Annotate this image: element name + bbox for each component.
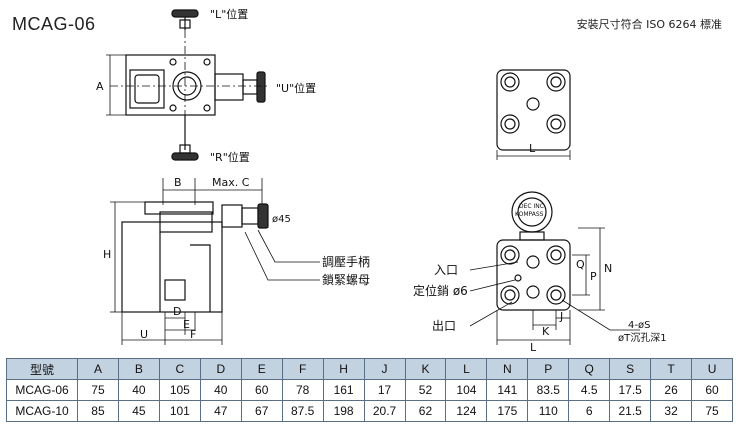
label-bolt-holes-1: 4-øS	[628, 320, 650, 331]
table-cell: 141	[486, 379, 529, 401]
label-dim-n: N	[604, 262, 612, 275]
table-cell: 32	[650, 400, 693, 422]
table-header-cell: N	[486, 358, 529, 380]
label-bolt-holes-2: øT沉孔深1	[618, 331, 667, 344]
label-phi45: ø45	[272, 214, 291, 225]
table-cell: 20.7	[363, 400, 406, 422]
label-dim-e: E	[183, 318, 190, 331]
label-dim-f: F	[190, 328, 196, 341]
table-cell: 21.5	[609, 400, 652, 422]
standard-note: 安裝尺寸符合 ISO 6264 標准	[576, 18, 722, 31]
table-cell: 104	[445, 379, 488, 401]
label-outlet: 出口	[432, 319, 456, 333]
table-header-cell: J	[363, 358, 406, 380]
label-dim-j: J	[559, 310, 563, 323]
table-cell: 67	[240, 400, 283, 422]
table-cell: 4.5	[568, 379, 611, 401]
table-row: MCAG-10 85 45 101 47 67 87.5 198 20.7 62…	[6, 400, 733, 422]
table-cell: 124	[445, 400, 488, 422]
table-cell: 17.5	[609, 379, 652, 401]
label-dim-l-bottom: L	[530, 341, 537, 354]
table-header-cell: U	[691, 358, 733, 380]
table-header-cell: D	[199, 358, 242, 380]
table-row: MCAG-06 75 40 105 40 60 78 161 17 52 104…	[6, 379, 733, 401]
table-cell: 6	[568, 400, 611, 422]
table-header-cell: A	[77, 358, 119, 380]
mounting-face-top	[496, 69, 571, 160]
table-cell: 40	[117, 379, 160, 401]
table-cell: 75	[77, 379, 119, 401]
table-header-cell: L	[445, 358, 488, 380]
table-cell: 52	[404, 379, 447, 401]
label-inlet: 入口	[434, 263, 458, 277]
table-header-cell: Q	[568, 358, 611, 380]
table-cell: 60	[691, 379, 733, 401]
label-dim-d: D	[173, 305, 181, 318]
table-header-cell: H	[322, 358, 365, 380]
label-pos-u: "U"位置	[276, 81, 316, 95]
label-adjust-handle: 調壓手柄	[322, 255, 370, 269]
table-cell: 198	[322, 400, 365, 422]
table-cell: 110	[527, 400, 570, 422]
label-dim-a: A	[96, 80, 104, 93]
mounting-face-front	[469, 191, 640, 345]
table-cell: 105	[158, 379, 201, 401]
table-cell: 26	[650, 379, 693, 401]
dimension-table: 型號 A B C D E F H J K L N P Q S T U MCAG-	[6, 358, 733, 422]
label-pos-l: "L"位置	[210, 7, 248, 21]
table-cell: 87.5	[281, 400, 324, 422]
table-cell: 83.5	[527, 379, 570, 401]
label-dim-l-top: L	[529, 142, 536, 155]
table-cell: 62	[404, 400, 447, 422]
table-header-cell: C	[158, 358, 201, 380]
table-cell: 60	[240, 379, 283, 401]
label-dim-maxc: Max. C	[212, 176, 250, 189]
label-knob-2: KOMPASS	[515, 211, 544, 218]
table-cell: 47	[199, 400, 242, 422]
table-cell: 78	[281, 379, 324, 401]
table-cell: 85	[77, 400, 119, 422]
table-cell: 161	[322, 379, 365, 401]
table-header-cell: B	[117, 358, 160, 380]
label-locating-pin: 定位銷 ø6	[413, 283, 468, 298]
label-knob-1: DEC INC	[519, 203, 544, 210]
label-lock-nut: 鎖緊螺母	[322, 272, 370, 287]
table-cell: 101	[158, 400, 201, 422]
table-header-cell: S	[609, 358, 652, 380]
table-cell: 45	[117, 400, 160, 422]
side-view	[110, 178, 320, 345]
table-header-cell: T	[650, 358, 693, 380]
label-dim-q: Q	[576, 258, 585, 271]
technical-drawing: "L"位置 "U"位置 "R"位置 A B Max. C ø45 H 調壓手柄 …	[96, 7, 667, 354]
label-dim-k: K	[542, 325, 550, 338]
label-dim-h: H	[103, 248, 111, 261]
table-cell: 75	[691, 400, 733, 422]
table-header-cell: P	[527, 358, 570, 380]
label-dim-u: U	[140, 328, 148, 341]
top-view	[106, 9, 270, 161]
table-cell: 17	[363, 379, 406, 401]
table-header-cell: E	[240, 358, 283, 380]
table-header-cell: F	[281, 358, 324, 380]
label-dim-p: P	[590, 270, 597, 283]
table-cell: MCAG-10	[6, 400, 78, 422]
table-cell: MCAG-06	[6, 379, 78, 401]
table-header-cell: 型號	[6, 358, 78, 380]
table-cell: 40	[199, 379, 242, 401]
table-header-row: 型號 A B C D E F H J K L N P Q S T U	[6, 358, 733, 380]
label-dim-b: B	[174, 176, 182, 189]
table-cell: 175	[486, 400, 529, 422]
table-header-cell: K	[404, 358, 447, 380]
model-title: MCAG-06	[12, 14, 96, 34]
label-pos-r: "R"位置	[210, 150, 250, 164]
